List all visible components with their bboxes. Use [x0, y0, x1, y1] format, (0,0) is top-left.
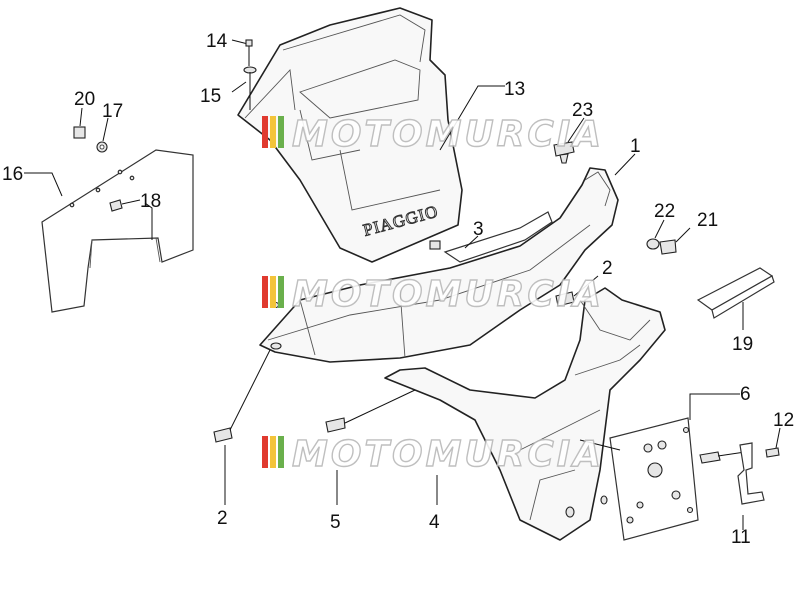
part-16-splash-guard [41, 149, 194, 313]
part-3-bracket [429, 211, 553, 263]
callout-22: 22 [654, 201, 675, 222]
callout-17: 17 [102, 101, 123, 122]
part-21-bolt [659, 227, 691, 255]
part-13-rear-carrier: PIAGGIO [237, 7, 463, 263]
callout-11: 11 [731, 527, 751, 548]
callout-15: 15 [200, 86, 221, 107]
callout-5: 5 [330, 512, 341, 533]
callout-18: 18 [140, 191, 161, 212]
callout-19: 19 [732, 334, 753, 355]
part-1-rear-bumper [259, 167, 619, 363]
callout-4: 4 [429, 512, 440, 533]
part-17-washer [96, 117, 109, 153]
part-20-clip-nut [73, 107, 86, 139]
callout-21: 21 [697, 210, 718, 231]
watermark-text: MOTOMURCIA [292, 274, 604, 315]
callout-13: 13 [504, 79, 525, 100]
callout-16: 16 [2, 164, 23, 185]
callout-6: 6 [740, 384, 751, 405]
part-5-screw [325, 389, 416, 433]
part-11-clip-plate [737, 442, 765, 505]
part-14-screw [231, 39, 253, 66]
part-23-push-rivet [553, 117, 585, 164]
callout-20: 20 [74, 89, 95, 110]
part-6-license-plate-holder [609, 417, 746, 541]
part-15-washer [231, 66, 257, 110]
part-12-screw [765, 447, 780, 458]
part-2-screw-upper [555, 275, 599, 307]
part-22-washer [646, 219, 665, 250]
callout-14: 14 [206, 31, 228, 52]
watermark-text: MOTOMURCIA [292, 434, 604, 475]
callout-2-upper: 2 [602, 258, 613, 279]
callout-1: 1 [630, 136, 641, 157]
watermark-text: MOTOMURCIA [292, 114, 604, 155]
callout-2-lower: 2 [217, 508, 228, 529]
watermark-bottom: MOTOMURCIA [262, 433, 604, 476]
callout-labels: 1 2 2 3 4 5 6 11 12 13 14 15 16 17 18 19… [2, 31, 794, 548]
callout-3: 3 [473, 219, 484, 240]
part-4-rear-mudguard [384, 287, 666, 541]
watermark-top: MOTOMURCIA [262, 113, 604, 156]
leader-lines [24, 85, 781, 530]
part-18-screw [109, 199, 141, 212]
callout-12: 12 [773, 410, 794, 431]
part-19-angle-bracket [696, 267, 775, 330]
callout-23: 23 [572, 100, 593, 121]
part-2-screw-lower [213, 349, 271, 443]
watermark-middle: MOTOMURCIA [262, 273, 604, 316]
